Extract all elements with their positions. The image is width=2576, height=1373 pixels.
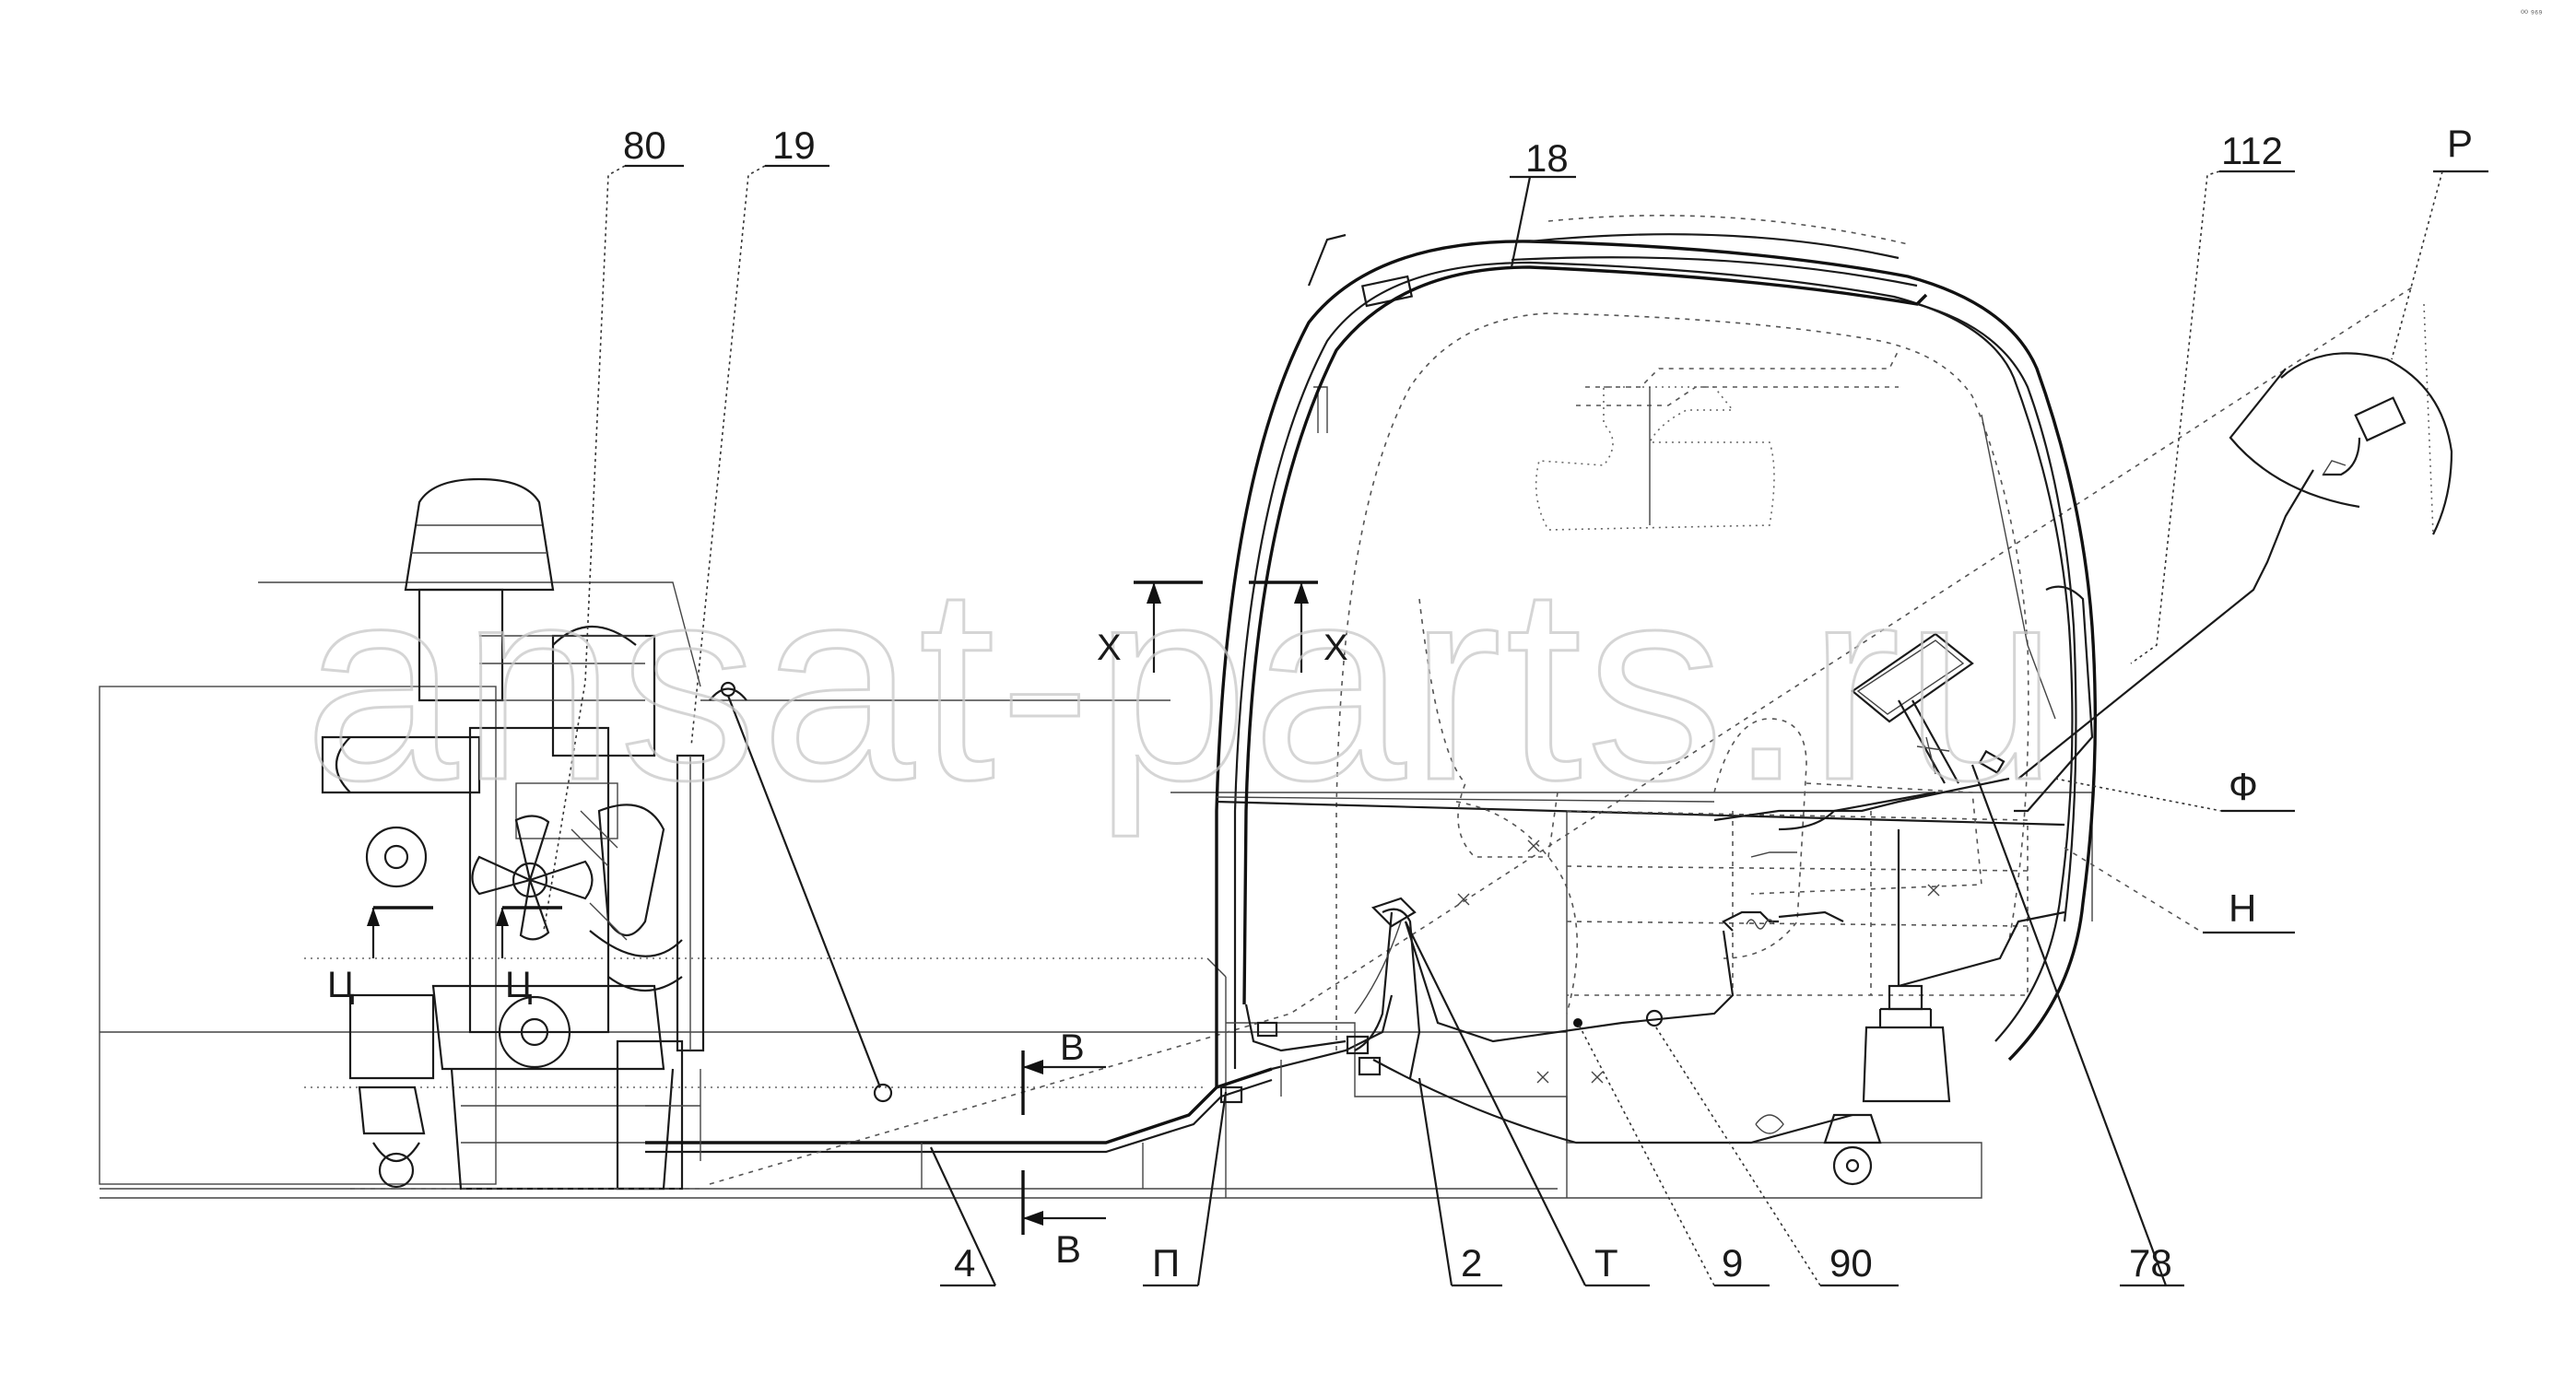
section-x-right [1249, 581, 1318, 673]
section-ts-right [496, 906, 562, 958]
callout-v: В [1055, 1227, 1081, 1271]
callout-9: 9 [1722, 1241, 1743, 1285]
callout-80: 80 [623, 123, 666, 167]
corner-mark: ⁰⁰ ⁹⁶⁹ [2521, 9, 2542, 19]
callout-leaders [930, 170, 2488, 1287]
phantom-outlines [99, 581, 2093, 1199]
callout-pe: П [1152, 1241, 1180, 1285]
callout-4: 4 [954, 1241, 975, 1285]
detail-p [2017, 303, 2453, 780]
watermark: ansat-parts.ru [304, 528, 2062, 839]
section-v-bottom [1021, 1170, 1106, 1235]
section-v-top [1021, 1050, 1106, 1115]
leader-80 [543, 164, 684, 932]
fan [471, 815, 594, 941]
engine-assembly [321, 477, 705, 1191]
callout-2: 2 [1461, 1241, 1482, 1285]
callout-19: 19 [772, 123, 816, 167]
callout-f: Ф [2229, 765, 2258, 808]
callout-n: Н [2229, 886, 2256, 930]
section-x-left-letter: Х [1097, 628, 1122, 668]
callout-p: P [2447, 122, 2473, 165]
callout-78: 78 [2129, 1241, 2172, 1285]
callout-112: 112 [2221, 129, 2283, 172]
section-x-right-letter: Х [1323, 628, 1348, 668]
fluid-reservoir [1862, 984, 1951, 1103]
cab-harness [1219, 256, 2094, 1104]
section-ts-right-letter: Ц [505, 965, 533, 1005]
section-x-left [1134, 581, 1203, 673]
harness-trunk [645, 285, 2416, 1189]
callout-t: Т [1594, 1241, 1618, 1285]
section-letters: Х Х В Ц Ц [327, 628, 1348, 1068]
callout-90: 90 [1829, 1241, 1873, 1285]
section-v-top-letter: В [1060, 1027, 1085, 1068]
section-ts-left [367, 906, 433, 958]
cab-body [1215, 215, 2098, 1144]
callout-18: 18 [1525, 136, 1569, 180]
section-ts-left-letter: Ц [327, 965, 355, 1005]
support-wheel [1755, 1113, 1882, 1186]
leader-19 [690, 164, 829, 747]
steering-column [1851, 632, 2006, 784]
callout-labels: 80 19 18 112 P Ф Н 4 В П 2 Т 9 90 78 [623, 122, 2473, 1285]
